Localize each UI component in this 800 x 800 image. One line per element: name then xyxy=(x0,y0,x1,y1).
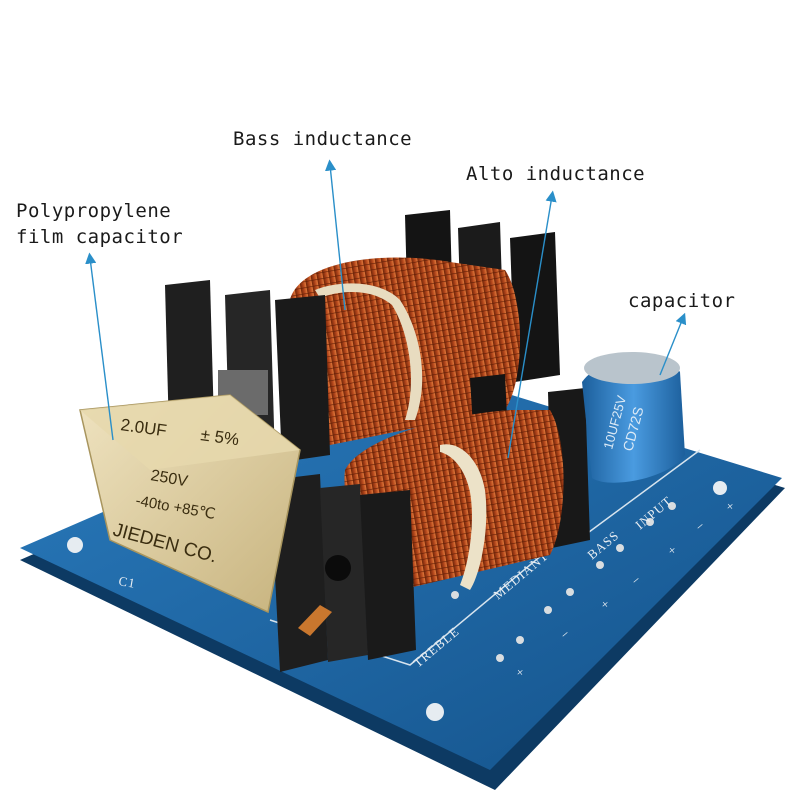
label-alto-inductance: Alto inductance xyxy=(466,163,646,185)
label-c1: C1 xyxy=(117,573,137,591)
arrow-film-capacitor xyxy=(85,252,114,441)
arrow-alto-inductance xyxy=(507,190,557,459)
label-bass-inductance: Bass inductance xyxy=(233,128,413,150)
arrow-capacitor xyxy=(659,312,687,376)
arrow-bass-inductance xyxy=(325,159,346,311)
label-film-capacitor-line1: Polypropylene xyxy=(16,200,172,222)
label-film-capacitor-line2: film capacitor xyxy=(16,226,184,248)
callout-arrows xyxy=(85,159,687,459)
label-capacitor: capacitor xyxy=(628,290,736,312)
electrolytic-capacitor: 10UF25V CD72S xyxy=(582,352,685,483)
film-cap-voltage: 250V xyxy=(149,467,189,490)
